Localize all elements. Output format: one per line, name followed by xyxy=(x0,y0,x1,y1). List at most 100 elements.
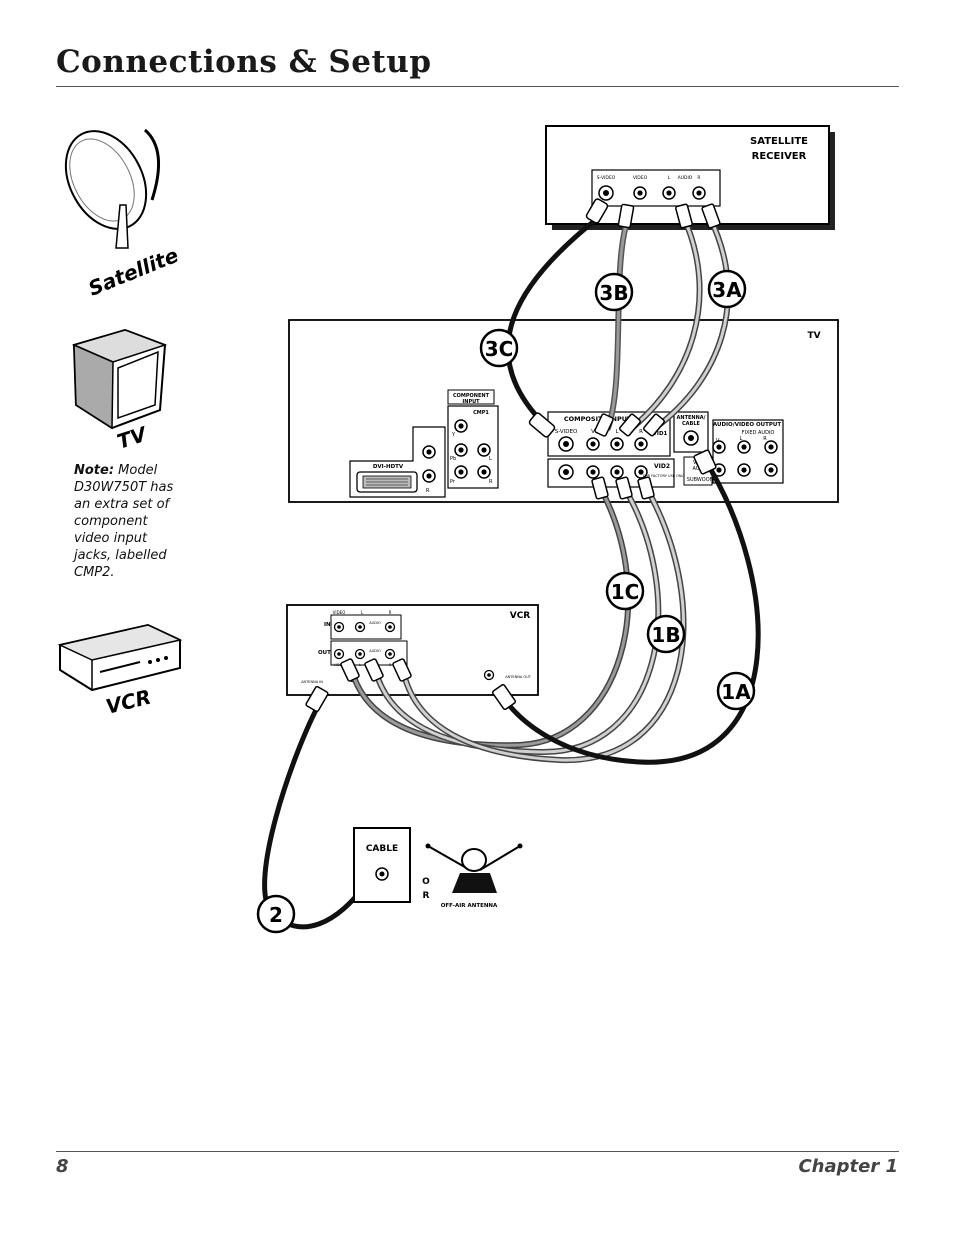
vcr-in-video-jack[interactable] xyxy=(333,621,345,633)
callout-1b: 1B xyxy=(646,614,686,654)
vcr-back-panel: VCR VIDEO L R IN AUDIO OUT AUDIO VIDEO L… xyxy=(286,604,539,696)
receiver-audio-label: AUDIO xyxy=(678,175,693,181)
vcr-in-r-label: R xyxy=(389,610,392,615)
cable-1a xyxy=(502,457,761,765)
component-label-1: COMPONENT xyxy=(453,393,490,399)
svg-text:3C: 3C xyxy=(485,337,514,361)
receiver-video-jack[interactable] xyxy=(633,186,647,200)
vcr-in-audio-l-jack[interactable] xyxy=(354,621,366,633)
var-audio-label-2: AUD xyxy=(693,466,704,472)
svg-text:1C: 1C xyxy=(611,580,640,604)
receiver-audio-l-jack[interactable] xyxy=(662,186,676,200)
av-out-r-label: R xyxy=(763,436,767,442)
av-output-var-r-jack[interactable] xyxy=(764,463,778,477)
or-label-r: R xyxy=(423,891,430,901)
tv-back-panel: TV DVI-HDTV R COMPONENT INPUT CMP1 Y Pb … xyxy=(288,319,839,503)
vid2-audio-l-jack[interactable] xyxy=(610,465,624,479)
off-air-antenna-label: OFF-AIR ANTENNA xyxy=(441,903,498,909)
note-text: Model D30W750T has an extra set of compo… xyxy=(74,463,174,580)
vcr-out-label: OUT xyxy=(318,650,331,656)
svg-text:3A: 3A xyxy=(712,278,742,302)
vcr-panel-title: VCR xyxy=(510,611,531,621)
satellite-label: Satellite xyxy=(85,243,182,301)
tv-icon xyxy=(71,328,168,430)
svg-text:2: 2 xyxy=(269,903,283,927)
vcr-in-label: IN xyxy=(324,622,331,628)
chapter-label: Chapter 1 xyxy=(798,1156,898,1177)
note-heading: Note: xyxy=(74,463,115,478)
tv-label: TV xyxy=(114,421,151,453)
component-y-jack[interactable] xyxy=(454,419,468,433)
subwoofer-label: SUBWOOFER xyxy=(687,477,720,483)
vid2-svideo-jack[interactable] xyxy=(558,464,574,480)
vid2-video-jack[interactable] xyxy=(586,465,600,479)
vcr-out-video-jack[interactable] xyxy=(333,648,345,660)
callout-1c: 1C xyxy=(605,571,645,611)
model-note: Note: Model D30W750T has an extra set of… xyxy=(74,462,186,581)
page-number: 8 xyxy=(56,1156,69,1177)
antenna-label-1: ANTENNA/ xyxy=(677,415,706,421)
cable-2 xyxy=(262,703,368,930)
cable-wall-box: CABLE xyxy=(353,827,411,903)
off-air-antenna-icon xyxy=(425,843,523,893)
vcr-antenna-out-label: ANTENNA OUT xyxy=(505,675,531,679)
av-output-video-jack[interactable] xyxy=(712,440,726,454)
vid1-svideo-jack[interactable] xyxy=(558,436,574,452)
receiver-svideo-jack[interactable] xyxy=(598,185,614,201)
component-r-label: R xyxy=(489,479,493,485)
connector-plugs xyxy=(305,198,721,899)
dvi-audio-l-jack[interactable] xyxy=(422,445,436,459)
dvi-r-label: R xyxy=(426,488,430,494)
av-output-label: AUDIO/VIDEO OUTPUT xyxy=(713,422,781,428)
vcr-in-audio-label: AUDIO xyxy=(369,621,381,625)
cable-3c xyxy=(505,215,601,428)
receiver-title-2: RECEIVER xyxy=(752,151,807,162)
component-pr-jack[interactable] xyxy=(454,465,468,479)
av-output-var-l-jack[interactable] xyxy=(737,463,751,477)
vid1-l-label: L xyxy=(615,429,619,435)
vcr-icon xyxy=(57,623,183,692)
footer-rule xyxy=(56,1151,899,1152)
cable-label: CABLE xyxy=(366,844,398,854)
receiver-l-label: L xyxy=(668,175,671,181)
vcr-out-audio-l-jack[interactable] xyxy=(354,648,366,660)
callout-3b: 3B xyxy=(594,272,634,312)
dvi-connector[interactable] xyxy=(356,471,418,493)
component-label-2: INPUT xyxy=(462,399,480,405)
vid2-label: VID2 xyxy=(654,463,670,470)
dvi-label: DVI-HDTV xyxy=(373,464,404,470)
component-pb-jack[interactable] xyxy=(454,443,468,457)
dvi-audio-r-jack[interactable] xyxy=(422,469,436,483)
tv-antenna-cable-jack[interactable] xyxy=(683,430,699,446)
component-audio-l-jack[interactable] xyxy=(477,443,491,457)
page-title: Connections & Setup xyxy=(56,44,432,80)
receiver-svideo-label: S-VIDEO xyxy=(597,175,616,181)
vid1-svideo-label: S-VIDEO xyxy=(555,429,578,435)
receiver-audio-r-jack[interactable] xyxy=(692,186,706,200)
vid1-video-jack[interactable] xyxy=(586,437,600,451)
receiver-video-label: VIDEO xyxy=(633,175,648,181)
vcr-out-audio-label: AUDIO xyxy=(369,649,381,653)
component-audio-r-jack[interactable] xyxy=(477,465,491,479)
vid1-label: VID1 xyxy=(653,431,668,437)
callout-2: 2 xyxy=(256,894,296,934)
component-l-label: L xyxy=(489,456,492,462)
vcr-antenna-in-label: ANTENNA IN xyxy=(301,680,323,684)
vid1-audio-r-jack[interactable] xyxy=(634,437,648,451)
av-output-fixed-r-jack[interactable] xyxy=(764,440,778,454)
vid1-r-label: R xyxy=(639,429,643,435)
av-output-fixed-l-jack[interactable] xyxy=(737,440,751,454)
vcr-in-audio-r-jack[interactable] xyxy=(384,621,396,633)
or-label-o: O xyxy=(422,877,430,887)
svg-text:1A: 1A xyxy=(721,680,751,704)
svg-text:3B: 3B xyxy=(599,281,628,305)
vid1-audio-l-jack[interactable] xyxy=(610,437,624,451)
vcr-out-audio-r-jack[interactable] xyxy=(384,648,396,660)
vcr-out-video-label: VIDEO xyxy=(333,663,344,667)
callout-1a: 1A xyxy=(716,671,756,711)
vcr-in-l-label: L xyxy=(361,610,364,615)
vcr-antenna-out-jack[interactable] xyxy=(483,669,495,681)
callout-3a: 3A xyxy=(707,269,747,309)
receiver-r-label: R xyxy=(697,175,700,181)
av-out-l-label: L xyxy=(740,436,743,442)
